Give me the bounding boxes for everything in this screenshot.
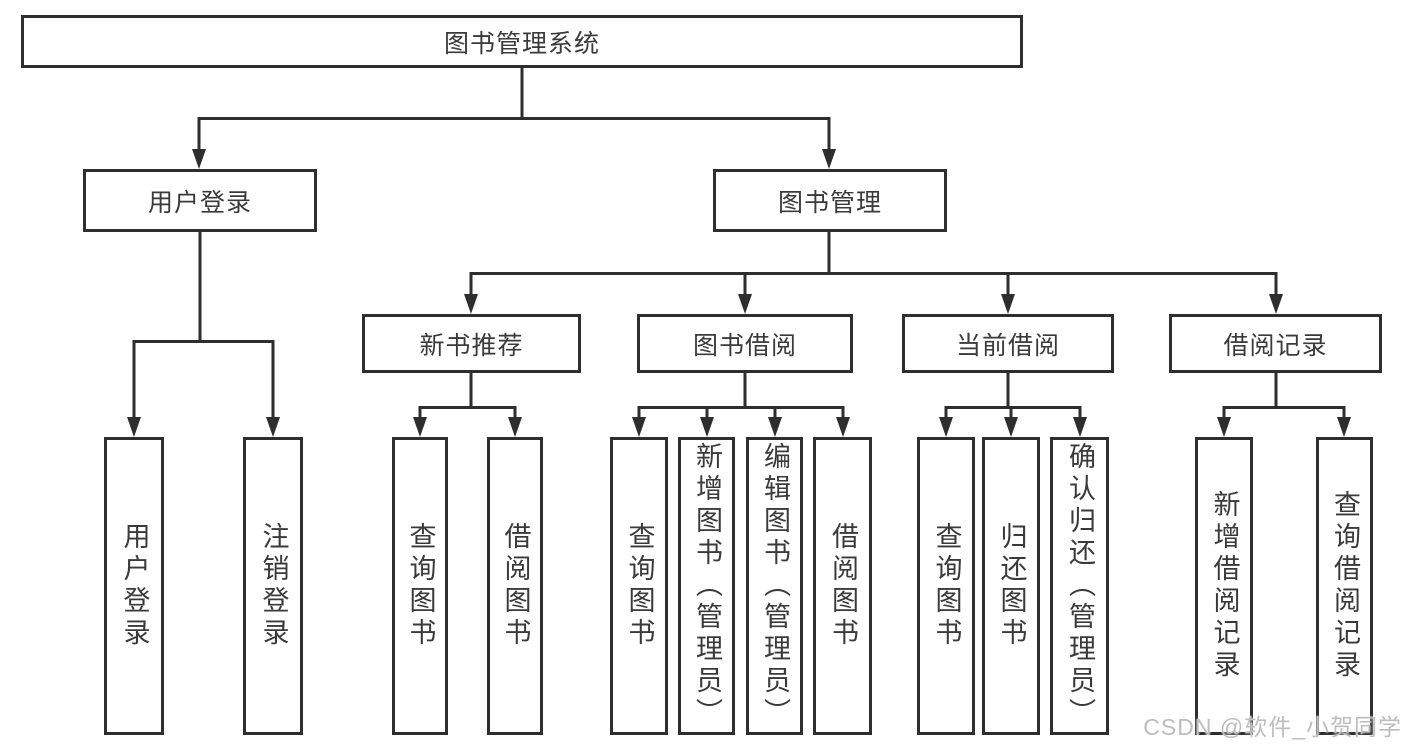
leaf-query-books-borrowing: 查询图书	[610, 437, 668, 735]
leaf-return-books: 归还图书	[982, 437, 1040, 735]
node-borrowing-records-label: 借阅记录	[1223, 331, 1328, 360]
csdn-watermark: CSDN @软件_小贺同学	[1143, 714, 1402, 740]
node-book-management-label: 图书管理	[777, 188, 882, 217]
leaf-add-borrow-record: 新增借阅记录	[1195, 437, 1253, 735]
leaf-borrow-books-recommend-label: 借阅图书	[500, 522, 531, 650]
node-book-borrowing-label: 图书借阅	[692, 331, 797, 360]
node-user-login: 用户登录	[83, 169, 317, 232]
node-book-management: 图书管理	[713, 169, 947, 232]
leaf-edit-books-admin: 编辑图书（管理员）	[746, 437, 803, 735]
leaf-add-books-admin: 新增图书（管理员）	[678, 437, 735, 735]
node-new-book-recommend-label: 新书推荐	[419, 331, 524, 360]
arrowheads	[127, 149, 1351, 437]
leaf-query-books-current-label: 查询图书	[931, 522, 962, 650]
leaf-query-borrow-record: 查询借阅记录	[1316, 437, 1373, 735]
leaf-add-books-admin-label: 新增图书（管理员）	[692, 442, 722, 730]
leaf-user-login-label: 用户登录	[119, 522, 150, 650]
leaf-add-borrow-record-label: 新增借阅记录	[1209, 490, 1240, 682]
leaf-borrow-books-recommend: 借阅图书	[487, 437, 543, 735]
leaf-borrow-books-label: 借阅图书	[828, 522, 858, 650]
leaf-borrow-books: 借阅图书	[813, 437, 872, 735]
leaf-logout-label: 注销登录	[258, 522, 289, 650]
leaf-edit-books-admin-label: 编辑图书（管理员）	[760, 442, 790, 730]
node-book-borrowing: 图书借阅	[637, 314, 853, 373]
leaf-user-login: 用户登录	[104, 437, 164, 735]
leaf-query-books-current: 查询图书	[917, 437, 975, 735]
leaf-confirm-return-admin-label: 确认归还（管理员）	[1065, 442, 1095, 730]
leaf-query-borrow-record-label: 查询借阅记录	[1330, 490, 1360, 682]
leaf-confirm-return-admin: 确认归还（管理员）	[1050, 437, 1109, 735]
node-borrowing-records: 借阅记录	[1169, 314, 1382, 373]
node-user-login-label: 用户登录	[147, 188, 252, 217]
leaf-query-books-borrowing-label: 查询图书	[624, 522, 655, 650]
node-current-borrowing-label: 当前借阅	[955, 331, 1060, 360]
node-library-management-system: 图书管理系统	[21, 15, 1023, 68]
node-library-management-system-label: 图书管理系统	[443, 29, 600, 58]
leaf-query-books-recommend: 查询图书	[392, 437, 448, 735]
leaf-return-books-label: 归还图书	[996, 522, 1027, 650]
node-new-book-recommend: 新书推荐	[362, 314, 581, 373]
node-current-borrowing: 当前借阅	[902, 314, 1114, 373]
leaf-logout: 注销登录	[243, 437, 303, 735]
leaf-query-books-recommend-label: 查询图书	[405, 522, 436, 650]
